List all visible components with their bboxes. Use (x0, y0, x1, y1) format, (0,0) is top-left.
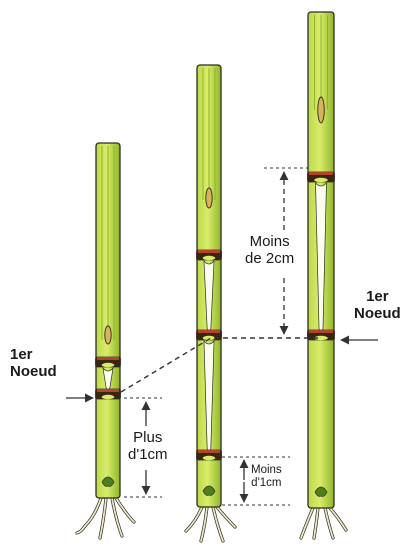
stem-left (77, 143, 134, 538)
left-node-label: 1er Noeud (10, 346, 57, 381)
right-node-label-line2: Noeud (354, 305, 401, 322)
stem-right-roots (301, 508, 346, 538)
stem-left-node (96, 389, 121, 399)
plus-1cm-line1: Plus (128, 429, 168, 446)
stem-right (301, 12, 346, 538)
moins-2cm-label: Moins de 2cm (243, 232, 296, 269)
moins-2cm-line2: de 2cm (245, 250, 294, 267)
moins-1cm-line2: d'1cm (251, 477, 282, 490)
plus-1cm-label: Plus d'1cm (126, 428, 170, 465)
stem-middle-ear (206, 188, 212, 208)
left-node-label-line1: 1er (10, 346, 57, 363)
moins-1cm-line1: Moins (251, 464, 282, 477)
stem-middle-node (197, 450, 222, 460)
left-node-label-line2: Noeud (10, 363, 57, 380)
right-node-label: 1er Noeud (354, 288, 401, 323)
stem-right-ear (318, 97, 324, 123)
stem-right-node (308, 330, 335, 340)
right-node-label-line1: 1er (354, 288, 401, 305)
stem-right-node (308, 172, 335, 182)
stem-middle (186, 65, 235, 541)
moins-2cm-line1: Moins (245, 233, 294, 250)
stem-left-node (96, 357, 121, 367)
plus-1cm-line2: d'1cm (128, 446, 168, 463)
stem-middle-node (197, 250, 222, 260)
stem-left-ear (105, 326, 111, 344)
stem-left-roots (77, 498, 134, 538)
moins-1cm-label: Moins d'1cm (250, 464, 283, 490)
stem-middle-roots (186, 507, 235, 541)
